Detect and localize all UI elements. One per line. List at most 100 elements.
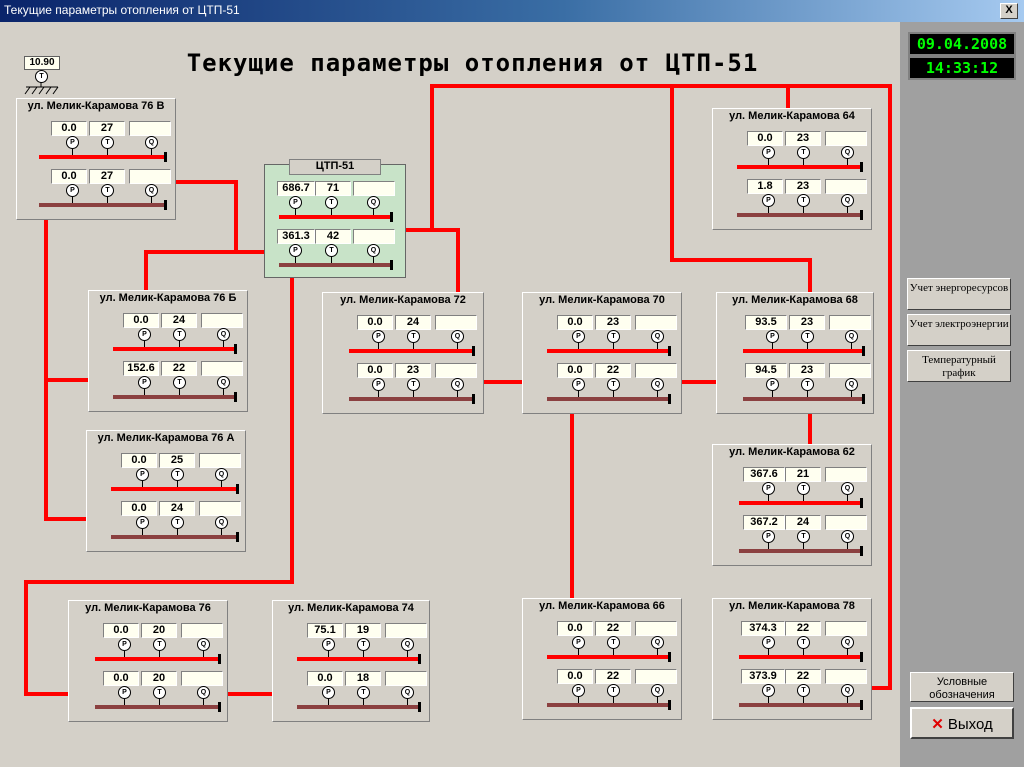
building-name: ул. Мелик-Карамова 76 А [97, 432, 235, 444]
temperature-sensor-icon: T [101, 136, 114, 149]
sensor-stem [803, 697, 804, 703]
electricity-accounting-button[interactable]: Учет электроэнергии [907, 314, 1011, 346]
temperature-value: 20 [141, 623, 177, 638]
temperature-value: 23 [395, 363, 431, 378]
sensor-stem [144, 389, 145, 395]
flow-sensor-icon: Q [651, 330, 664, 343]
sensor-stem [159, 651, 160, 657]
sensor-stem [803, 543, 804, 549]
pressure-sensor-icon: P [118, 686, 131, 699]
sensor-stem [772, 391, 773, 397]
pipe-valve-icon [234, 392, 237, 402]
temperature-value: 24 [785, 515, 821, 530]
flow-sensor-icon: Q [651, 636, 664, 649]
temperature-sensor-icon: T [607, 684, 620, 697]
sensor-stem [657, 391, 658, 397]
temperature-sensor-icon: T [797, 684, 810, 697]
pressure-value: 0.0 [51, 169, 87, 184]
building-name: ул. Мелик-Карамова 72 [340, 294, 466, 306]
temperature-sensor-icon: T [797, 530, 810, 543]
sensor-stem [578, 391, 579, 397]
legend-button[interactable]: Условные обозначения [910, 672, 1014, 702]
sensor-stem [295, 257, 296, 263]
pressure-value: 0.0 [51, 121, 87, 136]
flow-value [825, 669, 867, 684]
pressure-value: 0.0 [357, 363, 393, 378]
flow-value [199, 453, 241, 468]
sensor-stem [378, 391, 379, 397]
pressure-sensor-icon: P [66, 184, 79, 197]
sensor-stem [221, 481, 222, 487]
building-name: ул. Мелик-Карамова 68 [732, 294, 858, 306]
pipe-valve-icon [218, 702, 221, 712]
return-pipe [297, 702, 421, 712]
exit-button[interactable]: ✕Выход [910, 707, 1014, 739]
pressure-sensor-icon: P [118, 638, 131, 651]
temperature-sensor-icon: T [171, 468, 184, 481]
sensor-stem [578, 697, 579, 703]
return-pipe [739, 700, 863, 710]
sensor-stem [807, 343, 808, 349]
pressure-value: 93.5 [745, 315, 787, 330]
ground-hatch-icon [24, 82, 59, 95]
temperature-chart-button[interactable]: Температурный график [907, 350, 1011, 382]
temperature-value: 23 [785, 179, 821, 194]
sensor-stem [768, 697, 769, 703]
flow-sensor-icon: Q [651, 684, 664, 697]
temperature-value: 27 [89, 121, 125, 136]
temperature-value: 22 [595, 669, 631, 684]
sensor-stem [223, 389, 224, 395]
temperature-sensor-icon: T [407, 378, 420, 391]
supply-pipe [95, 654, 221, 664]
flow-value [825, 467, 867, 482]
sensor-stem [847, 207, 848, 213]
sensor-stem [407, 651, 408, 657]
sensor-stem [613, 697, 614, 703]
time-display: 14:33:12 [908, 56, 1016, 80]
pressure-value: 373.9 [741, 669, 785, 684]
flow-value [201, 313, 243, 328]
pressure-value: 686.7 [277, 181, 315, 196]
pressure-value: 94.5 [745, 363, 787, 378]
temperature-value: 27 [89, 169, 125, 184]
flow-value [635, 363, 677, 378]
pipe-valve-icon [668, 346, 671, 356]
sensor-stem [203, 699, 204, 705]
sensor-stem [457, 391, 458, 397]
temperature-sensor-icon: T [173, 376, 186, 389]
temperature-sensor-icon: T [153, 638, 166, 651]
pressure-sensor-icon: P [762, 194, 775, 207]
close-button[interactable]: X [1000, 3, 1018, 19]
flow-value [181, 623, 223, 638]
temperature-sensor-icon: T [101, 184, 114, 197]
flow-sensor-icon: Q [145, 184, 158, 197]
sensor-stem [378, 343, 379, 349]
energy-accounting-button[interactable]: Учет энергоресурсов [907, 278, 1011, 310]
pressure-sensor-icon: P [762, 146, 775, 159]
sensor-stem [179, 389, 180, 395]
temperature-sensor-icon: T [801, 330, 814, 343]
pressure-sensor-icon: P [572, 330, 585, 343]
